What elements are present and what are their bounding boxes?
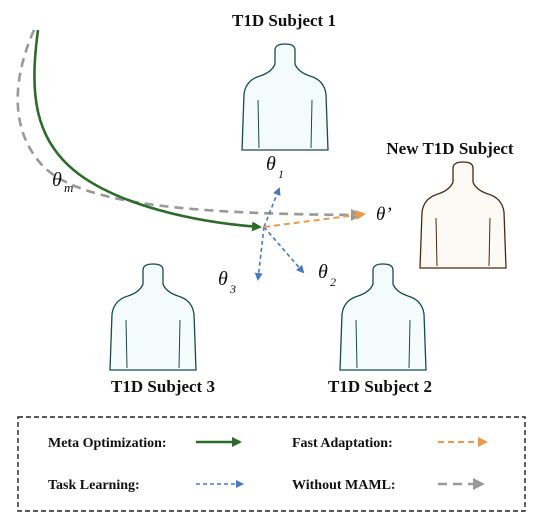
meta-optimization-path bbox=[33, 29, 262, 232]
fast-adaptation-arrow bbox=[263, 210, 366, 228]
theta-2-symbol: θ bbox=[318, 261, 328, 283]
theta-prime-symbol: θ’ bbox=[376, 204, 392, 225]
legend-task-label: Task Learning: bbox=[48, 478, 140, 493]
theta-m-subscript: m bbox=[64, 180, 73, 195]
subject-3-label: T1D Subject 3 bbox=[111, 377, 215, 396]
task-arrow-1 bbox=[263, 187, 281, 228]
subject-2-label: T1D Subject 2 bbox=[328, 377, 432, 396]
subject-3-body-icon bbox=[110, 264, 196, 370]
theta-1-symbol: θ bbox=[266, 153, 276, 175]
new-subject-body-icon bbox=[420, 162, 506, 268]
subject-1-label: T1D Subject 1 bbox=[232, 11, 336, 30]
theta-3-symbol: θ bbox=[218, 268, 228, 290]
without-maml-path bbox=[16, 29, 363, 221]
task-arrow-3 bbox=[254, 226, 265, 281]
theta-1-subscript: 1 bbox=[278, 167, 284, 181]
legend-box bbox=[17, 416, 526, 512]
task-arrow-2 bbox=[263, 226, 305, 274]
new-subject-label: New T1D Subject bbox=[386, 139, 514, 158]
subject-1-body-icon bbox=[242, 44, 328, 150]
legend-meta-label: Meta Optimization: bbox=[48, 436, 167, 451]
theta-m-symbol: θ bbox=[52, 169, 62, 191]
legend-without-label: Without MAML: bbox=[292, 478, 396, 493]
legend-fast-label: Fast Adaptation: bbox=[292, 436, 393, 451]
subject-2-body-icon bbox=[340, 264, 426, 370]
theta-3-subscript: 3 bbox=[229, 282, 236, 296]
theta-2-subscript: 2 bbox=[330, 275, 336, 289]
